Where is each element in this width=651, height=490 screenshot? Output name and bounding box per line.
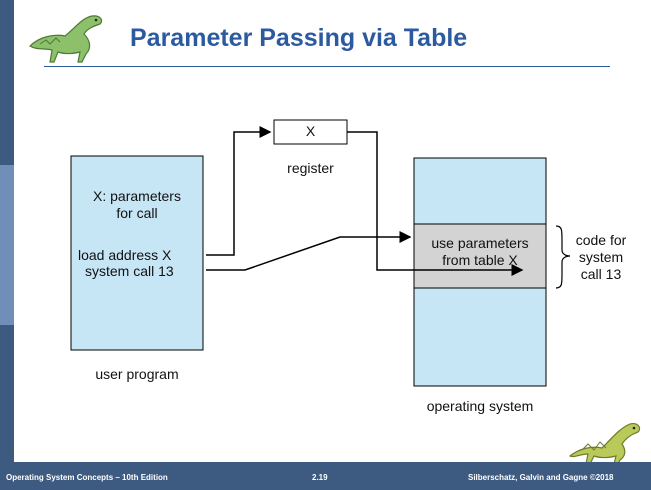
footer-page-number: 2.19	[312, 473, 328, 482]
code-brace	[555, 225, 571, 289]
left-sidebar-accent	[0, 165, 14, 325]
title-underline	[44, 66, 610, 67]
brace-label-line1: code for	[575, 232, 627, 248]
os-caption: operating system	[426, 398, 534, 414]
os-code-line2: from table X	[442, 252, 518, 268]
code-section-box	[413, 223, 547, 289]
user-program-params-line1: X: parameters	[93, 188, 181, 204]
footer-right-text: Silberschatz, Galvin and Gagne ©2018	[468, 473, 614, 482]
user-program-load-line: load address X	[78, 247, 172, 263]
brace-label-line3: call 13	[580, 266, 622, 282]
user-program-params-line2: for call	[116, 205, 158, 221]
arrow-register-to-code	[347, 131, 524, 276]
footer-bar	[0, 462, 651, 490]
arrow-syscall-to-code	[206, 231, 412, 271]
user-program-caption: user program	[95, 366, 179, 382]
brace-label-line2: system	[578, 249, 624, 265]
os-code-line1: use parameters	[431, 235, 529, 251]
footer-left-text: Operating System Concepts – 10th Edition	[6, 473, 168, 482]
dinosaur-footer-icon	[568, 423, 641, 464]
register-caption: register	[287, 160, 334, 176]
slide-title: Parameter Passing via Table	[130, 24, 468, 52]
register-value: X	[305, 123, 316, 139]
register-box	[273, 119, 348, 145]
user-program-box	[70, 155, 204, 351]
user-program-syscall-line: system call 13	[85, 263, 174, 279]
dinosaur-logo-icon	[29, 15, 103, 63]
arrow-load-to-register	[206, 126, 272, 256]
